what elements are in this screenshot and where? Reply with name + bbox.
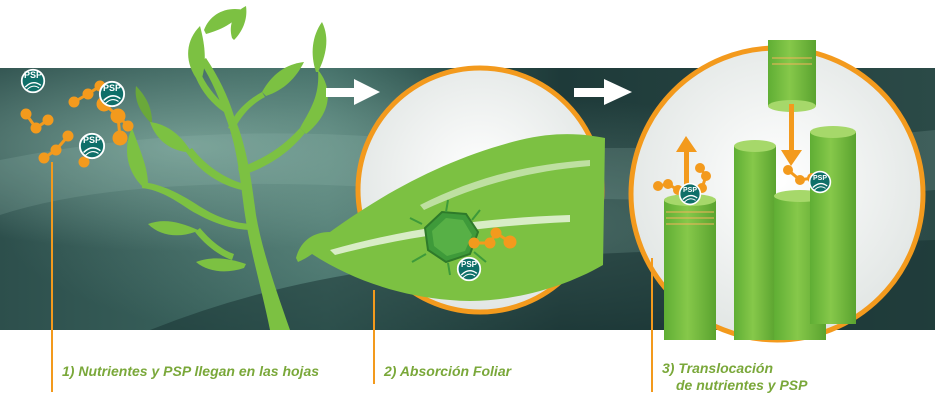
arrow-up-icon [676, 136, 697, 196]
step-2-caption: 2) Absorción Foliar [384, 363, 512, 379]
arrow-right-icon [574, 79, 632, 105]
psp-badge-label: PSP [813, 175, 827, 182]
stem-tube-icon [664, 194, 716, 340]
psp-badge-icon: PSP [808, 170, 832, 194]
arrow-down-icon [781, 104, 802, 166]
psp-badge-label: PSP [461, 260, 478, 269]
psp-badge-label: PSP [683, 187, 697, 194]
stem-tube-icon [734, 140, 776, 340]
step-3-caption: 3) Translocación de nutrientes y PSP [662, 360, 807, 394]
plant-icon [127, 6, 330, 330]
step-3-caption-line2: de nutrientes y PSP [676, 377, 808, 393]
psp-badge-icon: PSP [98, 80, 126, 108]
arrow-right-icon [326, 79, 380, 105]
step-1-caption: 1) Nutrientes y PSP llegan en las hojas [62, 363, 320, 379]
psp-badge-label: PSP [103, 83, 121, 93]
psp-badge-icon: PSP [678, 182, 702, 206]
psp-badge-icon: PSP [78, 132, 106, 160]
psp-badge-icon: PSP [456, 256, 482, 282]
molecule-icon [653, 163, 817, 195]
psp-badge-label: PSP [24, 70, 42, 80]
stem-tube-icon [768, 40, 816, 112]
psp-badge-icon: PSP [20, 68, 46, 94]
stem-tube-icon [810, 126, 856, 324]
step-3-caption-line1: 3) Translocación [662, 360, 774, 376]
psp-badge-label: PSP [83, 135, 101, 145]
leader-lines [51, 162, 653, 392]
molecule-icon [468, 227, 517, 249]
